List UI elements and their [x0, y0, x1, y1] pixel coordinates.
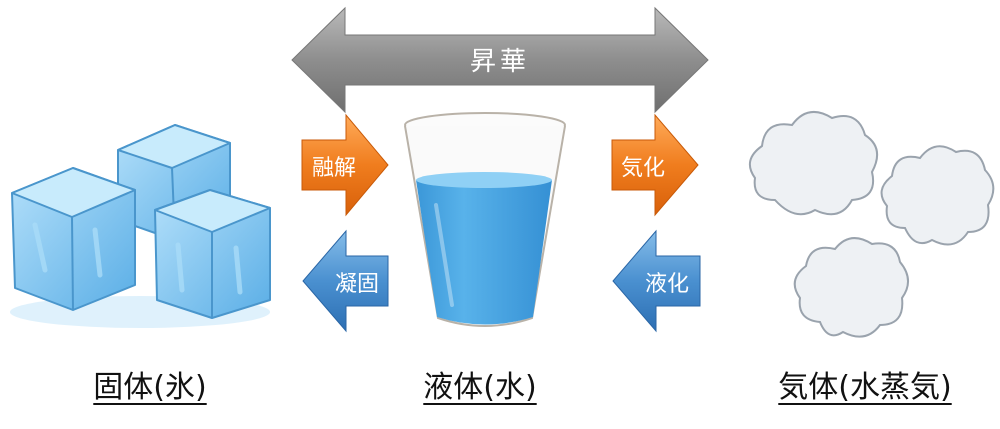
vaporization-label: 気化: [621, 156, 665, 181]
glass-of-water-illustration: [404, 112, 566, 327]
state-label-gas: 気体(水蒸気): [778, 370, 952, 405]
sublimation-arrow: 昇華: [291, 6, 709, 114]
ice-cube: [11, 167, 136, 311]
state-label-liquid: 液体(水): [423, 370, 537, 405]
sublimation-label: 昇華: [470, 47, 530, 77]
steam-cloud: [793, 237, 909, 338]
condensation-label: 液化: [645, 272, 689, 297]
vaporization-arrow: 気化: [611, 113, 699, 217]
steam-clouds-illustration: [748, 110, 995, 338]
ice-cube: [154, 189, 271, 319]
steam-cloud: [748, 110, 879, 216]
freezing-arrow: 凝固: [302, 229, 389, 333]
condensation-arrow: 液化: [612, 229, 701, 333]
melting-label: 融解: [312, 156, 356, 181]
ice-cubes-illustration: [10, 124, 271, 328]
melting-arrow: 融解: [301, 113, 389, 217]
freezing-label: 凝固: [335, 272, 379, 297]
steam-cloud: [880, 145, 995, 246]
state-label-solid: 固体(氷): [93, 370, 207, 405]
